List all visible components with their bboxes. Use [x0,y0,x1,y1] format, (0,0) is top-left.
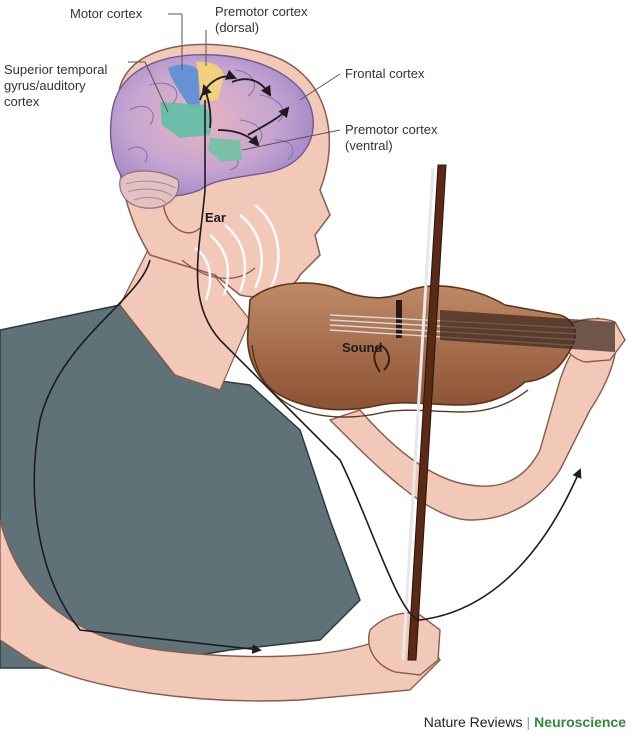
label-sound: Sound [342,340,383,355]
journal-credit: Nature Reviews|Neuroscience [424,713,626,731]
auditory-cortex-region [160,102,212,138]
premotor-ventral-region [208,138,242,162]
pathway-to-violin-arm [196,189,582,621]
label-superior-temporal-line3: cortex [4,94,40,109]
bow [401,164,447,661]
superior-temporal-leader [128,61,169,113]
label-motor-cortex: Motor cortex [70,6,143,21]
credit-journal: Nature Reviews [423,714,523,730]
premotor-ventral-leader [241,129,341,151]
credit-section: Neuroscience [534,714,626,730]
label-premotor-dorsal-line1: Premotor cortex [215,4,308,19]
label-frontal-cortex: Frontal cortex [345,66,425,81]
label-premotor-dorsal-line2: (dorsal) [215,20,260,35]
label-premotor-ventral: Premotor cortex (ventral) [345,122,437,154]
right-arm [0,519,441,702]
label-superior-temporal-line2: gyrus/auditory [4,78,86,93]
label-premotor-dorsal: Premotor cortex (dorsal) [215,4,307,36]
label-superior-temporal-line1: Superior temporal [4,62,108,77]
motor-cortex-leader [168,13,183,70]
label-superior-temporal: Superior temporal gyrus/auditory cortex [4,62,107,110]
label-ear: Ear [205,210,226,225]
cerebellum [119,170,180,209]
pathway-to-bow-arm [33,259,262,654]
label-premotor-ventral-line2: (ventral) [345,138,393,153]
frontal-cortex-leader [299,73,341,101]
motor-cortex-region [168,64,200,108]
f-hole [373,345,390,373]
credit-separator: | [526,714,531,730]
label-premotor-ventral-line1: Premotor cortex [345,122,438,137]
